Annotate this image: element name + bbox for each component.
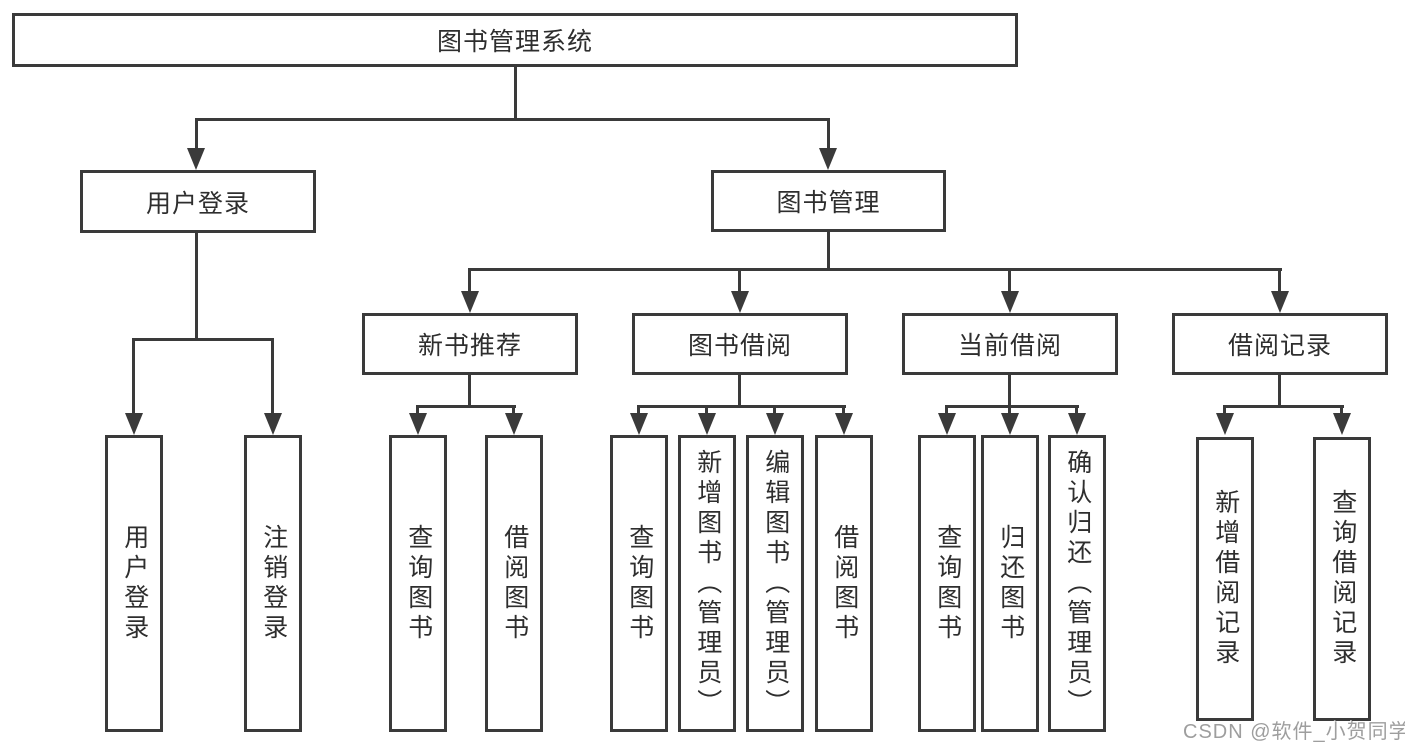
arrow-down-icon: [264, 413, 282, 435]
connector: [637, 405, 640, 415]
arrow-down-icon: [835, 413, 853, 435]
leaf-confirm-return-admin: 确认归还（管理员）: [1048, 435, 1106, 732]
connector: [1223, 405, 1226, 415]
node-label: 图书管理: [776, 189, 881, 217]
connector: [738, 375, 741, 408]
arrow-down-icon: [938, 413, 956, 435]
connector: [1008, 405, 1011, 415]
connector: [637, 405, 846, 408]
arrow-down-icon: [1001, 413, 1019, 435]
connector: [132, 338, 274, 341]
node-book-borrowing: 图书借阅: [632, 313, 848, 375]
arrow-down-icon: [1001, 291, 1019, 313]
arrow-down-icon: [1333, 413, 1351, 435]
connector: [416, 405, 419, 415]
node-library-management-system: 图书管理系统: [12, 13, 1018, 67]
node-label: 借阅记录: [1227, 332, 1332, 360]
node-current-borrowing: 当前借阅: [902, 313, 1118, 375]
connector: [705, 405, 708, 415]
leaf-query-borrow-record: 查询借阅记录: [1313, 437, 1371, 721]
connector: [1223, 405, 1344, 408]
connector: [195, 118, 198, 150]
node-label: 图书管理系统: [436, 28, 593, 56]
leaf-query-books-recommend: 查询图书: [389, 435, 447, 732]
arrow-down-icon: [766, 413, 784, 435]
node-label: 编辑图书（管理员）: [761, 448, 790, 719]
leaf-query-books-current: 查询图书: [918, 435, 976, 732]
connector: [1278, 375, 1281, 408]
leaf-logout: 注销登录: [244, 435, 302, 732]
node-label: 借阅图书: [500, 523, 529, 644]
node-label: 借阅图书: [830, 523, 859, 644]
arrow-down-icon: [1271, 291, 1289, 313]
connector: [1075, 405, 1078, 415]
connector: [1278, 268, 1281, 293]
connector: [827, 118, 830, 150]
node-user-login: 用户登录: [80, 170, 316, 233]
arrow-down-icon: [187, 148, 205, 170]
leaf-borrow-books-recommend: 借阅图书: [485, 435, 543, 732]
connector: [842, 405, 845, 415]
leaf-query-books-borrow: 查询图书: [610, 435, 668, 732]
arrow-down-icon: [409, 413, 427, 435]
node-label: 当前借阅: [957, 332, 1062, 360]
connector: [738, 268, 741, 293]
node-label: 归还图书: [996, 523, 1025, 644]
connector: [468, 375, 471, 408]
connector: [195, 118, 830, 121]
node-label: 确认归还（管理员）: [1063, 448, 1092, 719]
node-label: 图书借阅: [687, 332, 792, 360]
connector: [773, 405, 776, 415]
node-label: 注销登录: [259, 523, 288, 644]
node-label: 查询图书: [625, 523, 654, 644]
leaf-add-borrow-record: 新增借阅记录: [1196, 437, 1254, 721]
node-label: 用户登录: [145, 189, 250, 218]
leaf-borrow-books: 借阅图书: [815, 435, 873, 732]
arrow-down-icon: [630, 413, 648, 435]
node-book-management: 图书管理: [711, 170, 946, 232]
connector: [514, 67, 517, 118]
leaf-add-book-admin: 新增图书（管理员）: [678, 435, 736, 732]
node-label: 新增借阅记录: [1211, 489, 1240, 669]
leaf-edit-book-admin: 编辑图书（管理员）: [746, 435, 804, 732]
watermark: CSDN @软件_小贺同学: [1183, 721, 1405, 743]
connector: [827, 232, 830, 271]
connector: [1008, 375, 1011, 408]
node-label: 新增图书（管理员）: [693, 448, 722, 719]
connector: [195, 233, 198, 338]
arrow-down-icon: [125, 413, 143, 435]
connector: [468, 268, 471, 293]
connector: [512, 405, 515, 415]
node-label: 用户登录: [120, 523, 149, 644]
connector: [1008, 268, 1011, 293]
connector: [271, 338, 274, 415]
connector: [945, 405, 948, 415]
node-label: 查询借阅记录: [1328, 489, 1357, 669]
arrow-down-icon: [1216, 413, 1234, 435]
arrow-down-icon: [698, 413, 716, 435]
arrow-down-icon: [819, 148, 837, 170]
node-new-book-recommendation: 新书推荐: [362, 313, 578, 375]
leaf-user-login: 用户登录: [105, 435, 163, 732]
node-label: 查询图书: [404, 523, 433, 644]
node-label: 查询图书: [933, 523, 962, 644]
connector: [416, 405, 516, 408]
arrow-down-icon: [461, 291, 479, 313]
connector: [132, 338, 135, 415]
connector: [468, 268, 1282, 271]
node-borrowing-records: 借阅记录: [1172, 313, 1388, 375]
arrow-down-icon: [731, 291, 749, 313]
connector: [945, 405, 1079, 408]
arrow-down-icon: [505, 413, 523, 435]
leaf-return-book: 归还图书: [981, 435, 1039, 732]
arrow-down-icon: [1068, 413, 1086, 435]
node-label: 新书推荐: [417, 332, 522, 360]
connector: [1340, 405, 1343, 415]
